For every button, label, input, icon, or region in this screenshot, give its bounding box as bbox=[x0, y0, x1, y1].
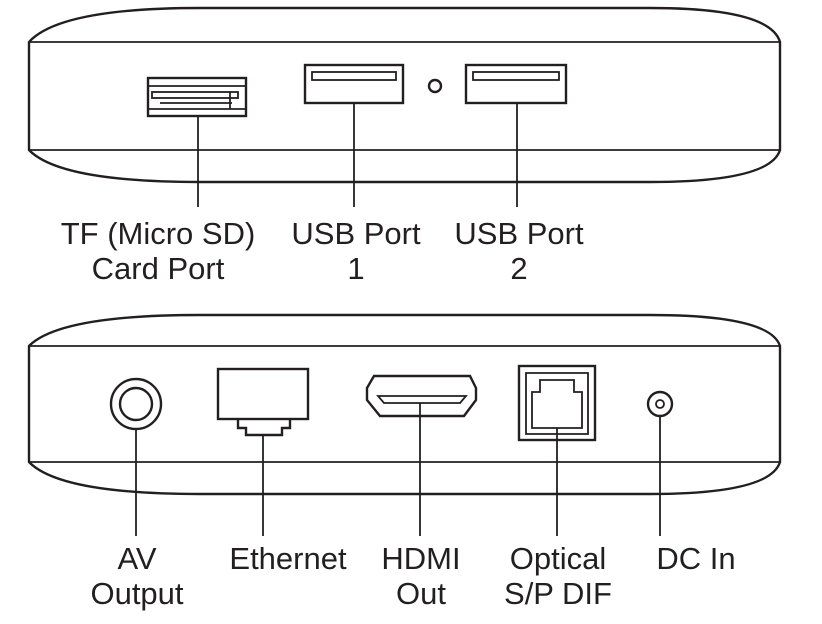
dc-in-label: DC In bbox=[656, 541, 735, 576]
av-label-line1: AV bbox=[117, 541, 156, 576]
dc-in-port-icon bbox=[646, 390, 674, 418]
ethernet-label: Ethernet bbox=[229, 541, 347, 576]
front-device-outline bbox=[27, 6, 782, 184]
usb-port-1-icon bbox=[303, 63, 405, 105]
tf-port-label-line1: TF (Micro SD) bbox=[61, 216, 256, 251]
hdmi-label-line2: Out bbox=[396, 576, 446, 611]
optical-label-line2: S/P DIF bbox=[504, 576, 612, 611]
usb-port-2-icon bbox=[464, 63, 568, 105]
rear-device-outline bbox=[27, 313, 782, 496]
hdmi-label-line1: HDMI bbox=[381, 541, 460, 576]
tf-port-label-line2: Card Port bbox=[92, 251, 225, 286]
rear-panel: AV Output Ethernet HDMI Out Optical S/P … bbox=[27, 313, 782, 611]
av-label-line2: Output bbox=[90, 576, 183, 611]
usb2-label-line2: 2 bbox=[510, 251, 527, 286]
usb1-label-line2: 1 bbox=[347, 251, 364, 286]
tf-card-slot bbox=[146, 76, 248, 118]
indicator-light bbox=[427, 78, 443, 94]
av-jack-icon bbox=[109, 377, 163, 431]
hdmi-port-icon bbox=[365, 374, 478, 418]
front-panel: TF (Micro SD) Card Port USB Port 1 USB P… bbox=[27, 6, 782, 286]
optical-label-line1: Optical bbox=[510, 541, 606, 576]
usb2-label-line1: USB Port bbox=[454, 216, 584, 251]
usb1-label-line1: USB Port bbox=[291, 216, 421, 251]
ethernet-port-icon bbox=[216, 367, 310, 437]
